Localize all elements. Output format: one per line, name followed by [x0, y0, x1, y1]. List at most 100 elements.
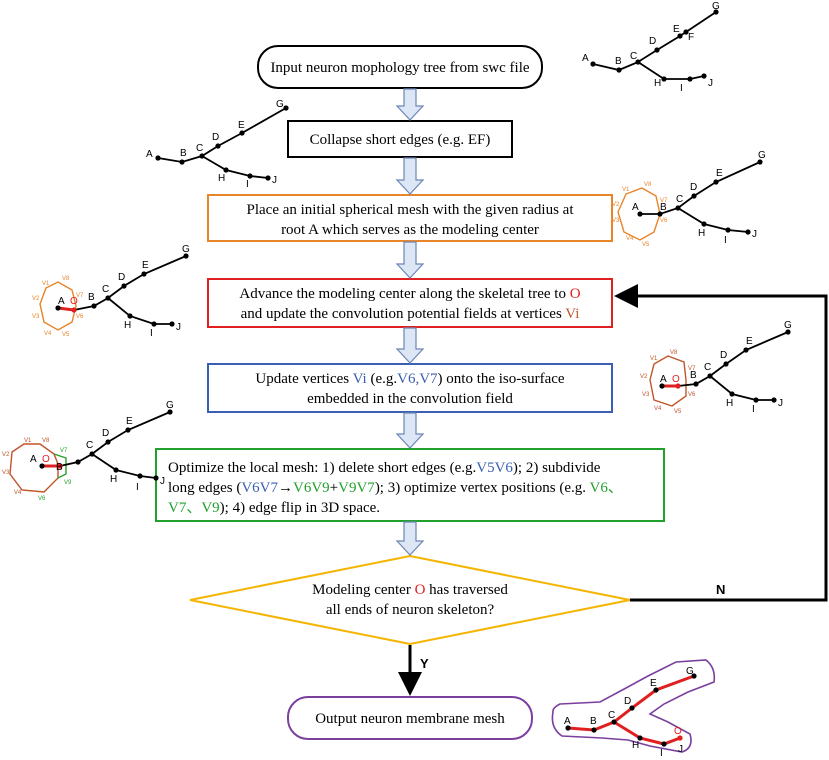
svg-text:B: B	[180, 148, 187, 159]
tree-output: A B C D E G H I O J	[551, 659, 716, 759]
svg-text:V4: V4	[44, 331, 52, 337]
svg-text:J: J	[272, 175, 277, 186]
svg-text:J: J	[176, 322, 181, 333]
svg-text:V3: V3	[32, 314, 40, 320]
decision-text-line2: all ends of neuron skeleton?	[326, 602, 495, 618]
svg-text:V4: V4	[654, 406, 662, 412]
svg-text:H: H	[124, 320, 131, 331]
svg-text:C: C	[704, 362, 711, 373]
arrow-5	[395, 412, 425, 449]
svg-text:D: D	[102, 428, 109, 439]
svg-text:V6: V6	[660, 218, 668, 224]
svg-text:B: B	[56, 462, 63, 473]
svg-text:A: A	[660, 374, 667, 385]
svg-text:C: C	[102, 284, 109, 295]
svg-text:V1: V1	[622, 187, 630, 193]
svg-text:V3: V3	[612, 218, 620, 224]
svg-text:D: D	[720, 350, 727, 361]
no-loop-arrow	[614, 284, 828, 602]
optimize-box	[155, 448, 665, 522]
svg-text:A: A	[582, 53, 589, 64]
output-text: Output neuron membrane mesh	[315, 711, 505, 727]
svg-text:A: A	[632, 202, 639, 213]
svg-text:D: D	[690, 182, 697, 193]
svg-text:I: I	[246, 179, 249, 190]
svg-text:E: E	[650, 678, 657, 689]
tree-input: A B C D E F G H I J	[582, 1, 720, 94]
svg-text:V1: V1	[42, 281, 50, 287]
arrow-4	[395, 327, 425, 364]
svg-text:V2: V2	[640, 374, 648, 380]
svg-text:G: G	[182, 244, 190, 255]
yes-label: Y	[420, 656, 429, 671]
svg-text:H: H	[218, 173, 225, 184]
advance-text-line1: Advance the modeling center along the sk…	[239, 286, 580, 302]
tree-collapsed: A B C D E G H I J	[146, 99, 289, 190]
svg-text:O: O	[674, 726, 682, 737]
svg-text:B: B	[88, 292, 95, 303]
advance-text-line2: and update the convolution potential fie…	[241, 306, 580, 322]
svg-text:V6: V6	[688, 392, 696, 398]
svg-text:V8: V8	[644, 182, 652, 188]
svg-text:V9: V9	[64, 480, 72, 486]
place-box	[207, 194, 613, 242]
svg-text:V1: V1	[650, 356, 658, 362]
svg-text:V7: V7	[60, 448, 68, 454]
svg-text:E: E	[238, 120, 245, 131]
arrow-2	[395, 157, 425, 195]
svg-text:A: A	[146, 149, 153, 160]
svg-text:I: I	[660, 748, 663, 759]
svg-text:V7: V7	[76, 293, 84, 299]
optimize-text-line1: Optimize the local mesh: 1) delete short…	[168, 460, 601, 476]
svg-text:A: A	[564, 716, 571, 727]
svg-text:G: G	[686, 666, 694, 677]
svg-text:V8: V8	[62, 276, 70, 282]
update-box	[207, 363, 613, 413]
svg-text:H: H	[110, 474, 117, 485]
svg-text:V5: V5	[642, 242, 650, 248]
collapse-box	[287, 120, 513, 158]
svg-text:O: O	[42, 454, 50, 465]
svg-text:H: H	[654, 78, 661, 89]
svg-text:G: G	[276, 99, 284, 110]
optimize-text-line3: V7、V9); 4) edge flip in 3D space.	[168, 500, 380, 516]
svg-text:O: O	[672, 374, 680, 385]
svg-text:V4: V4	[626, 236, 634, 242]
svg-text:H: H	[632, 740, 639, 751]
svg-text:B: B	[590, 716, 597, 727]
svg-text:V2: V2	[2, 452, 10, 458]
svg-text:A: A	[30, 454, 37, 465]
svg-text:E: E	[142, 260, 149, 271]
flow-arrows	[395, 88, 425, 556]
svg-text:V5: V5	[62, 332, 70, 338]
svg-text:V8: V8	[42, 438, 50, 444]
svg-text:V7: V7	[688, 366, 696, 372]
svg-text:V6: V6	[76, 314, 84, 320]
svg-text:H: H	[698, 228, 705, 239]
tree-optimize: V1 V8 V2 V7 V3 V9 V4 V6 A O B C D E G H …	[2, 400, 174, 502]
collapse-text: Collapse short edges (e.g. EF)	[310, 132, 491, 148]
svg-text:B: B	[615, 56, 622, 67]
place-text-line1: Place an initial spherical mesh with the…	[247, 202, 575, 218]
svg-text:C: C	[196, 143, 203, 154]
svg-text:V3: V3	[2, 470, 10, 476]
svg-text:I: I	[680, 83, 683, 94]
svg-text:F: F	[688, 32, 694, 43]
optimize-text-line2: long edges (V6V7→V6V9+V9V7); 3) optimize…	[168, 480, 623, 496]
input-box	[257, 45, 543, 89]
svg-text:I: I	[150, 328, 153, 339]
svg-text:G: G	[784, 320, 792, 331]
svg-text:G: G	[166, 400, 174, 411]
svg-text:B: B	[660, 202, 667, 213]
svg-text:J: J	[160, 476, 165, 487]
update-text-line2: embedded in the convolution field	[307, 391, 513, 407]
tree-initial-sphere: V1 V8 V2 V7 V3 V6 V4 V5 A B C D E G H I …	[612, 150, 766, 248]
no-label: N	[716, 582, 725, 597]
svg-text:V2: V2	[32, 296, 40, 302]
svg-text:C: C	[630, 51, 637, 62]
output-box	[287, 696, 533, 740]
svg-text:V5: V5	[674, 409, 682, 415]
svg-text:G: G	[758, 150, 766, 161]
place-text-line2: root A which serves as the modeling cent…	[281, 222, 539, 238]
